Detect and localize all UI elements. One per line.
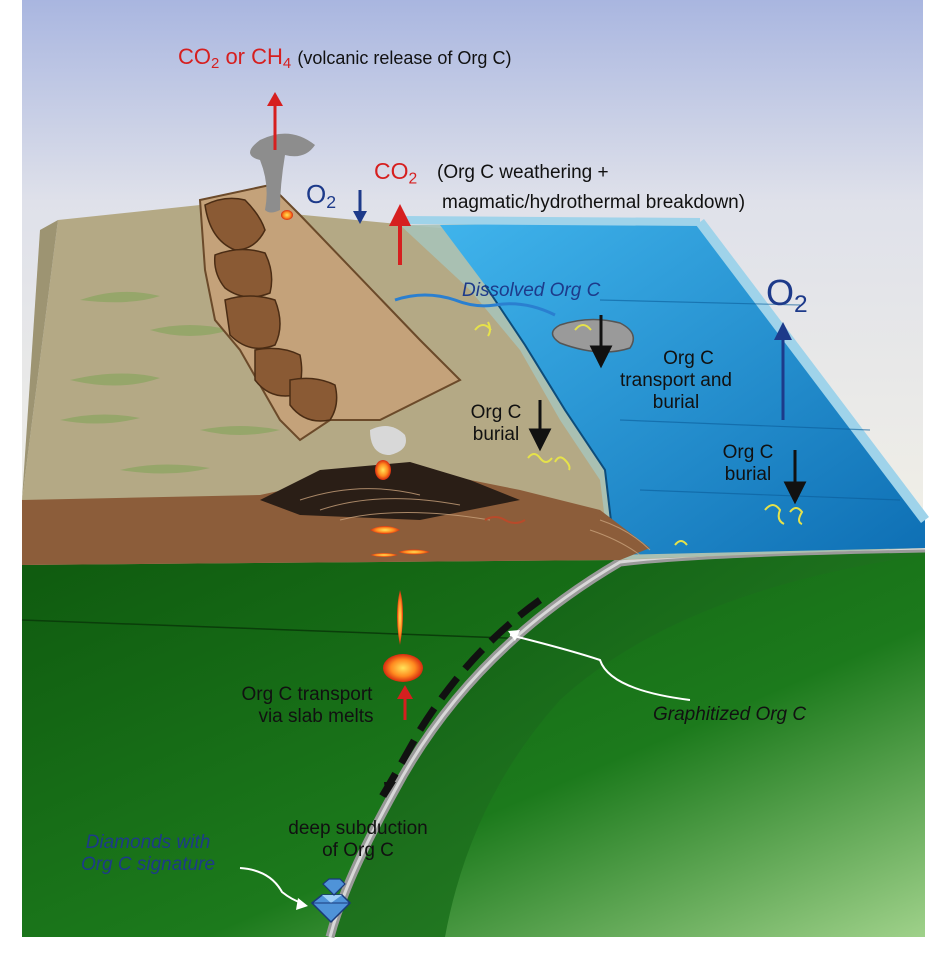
deep-subduction-line2: of Org C xyxy=(322,839,394,861)
weathering-note-line1: (Org C weathering + xyxy=(437,162,609,183)
burial-ocean-line2: burial xyxy=(724,463,772,485)
dissolved-org-c-label: Dissolved Org C xyxy=(462,280,601,301)
ocean xyxy=(440,222,925,555)
burial-land-line2: burial xyxy=(472,423,520,445)
burial-land-label: Org C burial xyxy=(456,402,536,446)
diamonds-line2: Org C signature xyxy=(80,853,216,875)
organic-carbon-squiggle-icon xyxy=(474,321,804,546)
co2-formula: CO xyxy=(178,44,211,69)
o2-down-arrow-left xyxy=(353,190,367,224)
weathering-co2-formula: CO xyxy=(374,158,409,184)
co2-subscript: 2 xyxy=(211,55,220,73)
burial-ocean-label: Org C burial xyxy=(708,442,788,486)
burial-ocean-line1: Org C xyxy=(722,442,774,463)
graphitized-org-c-label: Graphitized Org C xyxy=(653,704,807,725)
volcanic-release-label: CO2 or CH4 (volcanic release of Org C) xyxy=(178,44,512,73)
graphitized-org-c-band xyxy=(376,597,543,802)
deep-subduction-arrow xyxy=(384,782,396,798)
o2-right-label: O2 xyxy=(766,272,808,317)
slab-melts-line1: Org C transport xyxy=(241,684,373,705)
subducting-slab xyxy=(330,550,925,937)
ch4-subscript: 4 xyxy=(282,55,292,73)
ch4-formula: CH xyxy=(251,44,283,69)
burial-land-line1: Org C xyxy=(470,402,522,423)
sediment-lens xyxy=(551,318,635,353)
transport-burial-line3: burial xyxy=(652,391,700,413)
transport-burial-line2: transport and xyxy=(620,369,732,391)
diamond-icon xyxy=(310,878,352,924)
deep-subduction-line1: deep subduction xyxy=(288,818,428,839)
transport-burial-label: Org C transport and burial xyxy=(596,348,756,414)
weathering-co2-subscript: 2 xyxy=(408,170,418,188)
volcano-icon xyxy=(260,462,520,520)
weathering-note-line2: magmatic/hydrothermal breakdown) xyxy=(442,192,746,213)
deep-subduction-label: deep subduction of Org C xyxy=(266,818,450,862)
o2-left-label: O2 xyxy=(306,179,337,212)
slab-melts-line2: via slab melts xyxy=(258,705,374,727)
slab-melts-label: Org C transport via slab melts xyxy=(222,684,392,728)
co2-weathering-arrow xyxy=(389,204,411,265)
o2-up-arrow-right xyxy=(774,322,792,420)
transport-burial-line1: Org C xyxy=(663,348,714,369)
river xyxy=(394,293,556,317)
o2-left-formula: O xyxy=(306,179,327,209)
diamonds-pointer xyxy=(239,867,303,904)
burial-arrow-ocean xyxy=(783,450,807,505)
co2-release-arrow xyxy=(267,92,283,150)
graphitized-pointer xyxy=(509,634,691,701)
volcanic-release-note: (volcanic release of Org C) xyxy=(297,48,512,68)
o2-right-formula: O xyxy=(766,272,795,313)
burial-arrow-transport xyxy=(589,315,613,369)
o2-left-subscript: 2 xyxy=(326,191,337,212)
magma-blob-icon xyxy=(383,654,423,682)
magma-conduit xyxy=(370,460,430,645)
slab-melt-arrow xyxy=(397,685,413,720)
burial-arrow-land xyxy=(528,400,552,452)
weathering-co2-label: CO2 xyxy=(374,158,418,188)
or-text: or xyxy=(219,44,252,69)
o2-right-subscript: 2 xyxy=(794,290,808,318)
diamonds-line1: Diamonds with xyxy=(85,832,211,853)
diamonds-label: Diamonds with Org C signature xyxy=(58,832,238,876)
smoke-plume-icon xyxy=(250,133,315,213)
